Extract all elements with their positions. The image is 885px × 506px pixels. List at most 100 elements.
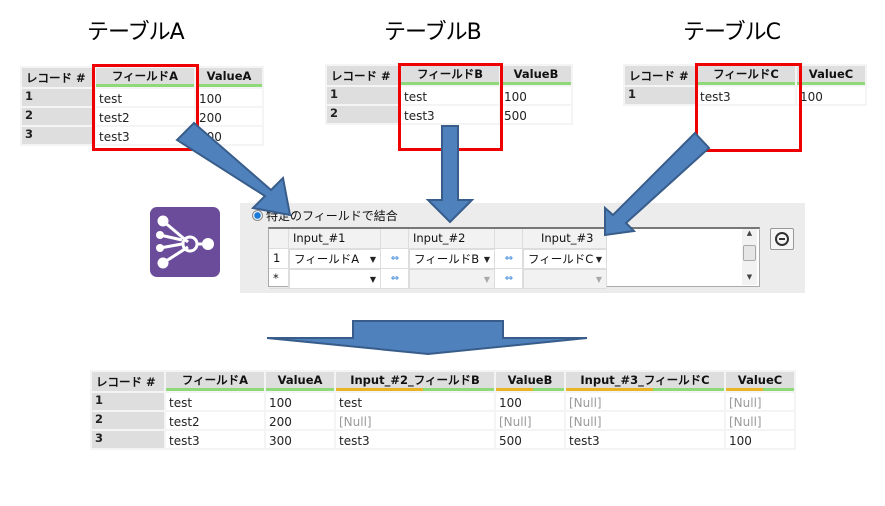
table-row: 2 test3 500	[327, 106, 571, 123]
input2-field-select[interactable]: ▼	[409, 269, 495, 289]
chevron-down-icon: ▼	[369, 274, 376, 284]
cell[interactable]: 200	[266, 412, 334, 429]
cell[interactable]: test	[96, 89, 194, 106]
cell[interactable]: 200	[196, 108, 262, 125]
row-index: 1	[269, 249, 289, 269]
join-row-new: * ▼ ⇔ ▼ ⇔ ▼	[269, 269, 607, 289]
col-header[interactable]: ValueB	[501, 66, 571, 85]
cell[interactable]: 500	[496, 431, 564, 448]
col-header[interactable]: ValueC	[797, 66, 865, 85]
minus-circle-icon	[775, 232, 789, 246]
scroll-thumb[interactable]	[743, 245, 756, 261]
input1-field-select[interactable]: フィールドA ▼	[289, 249, 381, 269]
scroll-down-icon[interactable]: ▼	[746, 273, 753, 281]
record-number: 3	[92, 431, 164, 448]
record-number: 2	[327, 106, 399, 123]
record-number: 1	[625, 87, 695, 104]
cell[interactable]: 500	[501, 106, 571, 123]
chevron-down-icon: ▼	[483, 274, 490, 284]
remove-row-button[interactable]	[770, 228, 794, 250]
cell[interactable]: [Null]	[336, 412, 494, 429]
join-row: 1 フィールドA ▼ ⇔ フィールドB▼ ⇔ フィールドC▼	[269, 249, 607, 269]
cell[interactable]: 300	[196, 127, 262, 144]
col-header[interactable]: ValueA	[266, 372, 334, 391]
cell[interactable]: 100	[797, 87, 865, 104]
col-header[interactable]: ValueC	[726, 372, 794, 391]
col-header[interactable]: レコード #	[22, 68, 94, 87]
table-c: レコード # フィールドC ValueC 1 test3 100	[623, 64, 867, 106]
table-row: 2 test2 200	[22, 108, 262, 125]
cell[interactable]: test3	[566, 431, 724, 448]
cell[interactable]: 100	[266, 393, 334, 410]
col-header[interactable]: フィールドA	[96, 68, 194, 87]
swap-arrows-icon[interactable]: ⇔	[381, 249, 409, 269]
cell[interactable]: 100	[726, 431, 794, 448]
record-number: 2	[92, 412, 164, 429]
col-header[interactable]: レコード #	[327, 66, 399, 85]
cell[interactable]: 100	[196, 89, 262, 106]
selected-value: フィールドC	[528, 252, 594, 266]
join-by-field-option[interactable]: 特定のフィールドで結合	[252, 207, 398, 224]
selected-value: フィールドA	[294, 252, 360, 266]
cell[interactable]: [Null]	[566, 393, 724, 410]
table-b: レコード # フィールドB ValueB 1 test 100 2 test3 …	[325, 64, 573, 125]
record-number: 1	[22, 89, 94, 106]
grid-header-row: Input_#1 Input_#2 Input_#3	[269, 229, 607, 249]
cell[interactable]: test	[336, 393, 494, 410]
col-header[interactable]: レコード #	[92, 372, 164, 391]
cell[interactable]: [Null]	[566, 412, 724, 429]
input3-field-select[interactable]: フィールドC▼	[523, 249, 607, 269]
record-number: 2	[22, 108, 94, 125]
record-number: 1	[92, 393, 164, 410]
table-a: レコード # フィールドA ValueA 1 test 100 2 test2 …	[20, 66, 264, 146]
cell[interactable]: test2	[96, 108, 194, 125]
col-header[interactable]: Input_#2_フィールドB	[336, 372, 494, 391]
col-header[interactable]: レコード #	[625, 66, 695, 85]
input3-field-select[interactable]: ▼	[523, 269, 607, 289]
col-header[interactable]: ValueA	[196, 68, 262, 87]
cell[interactable]: test3	[336, 431, 494, 448]
col-header[interactable]: フィールドB	[401, 66, 499, 85]
chevron-down-icon: ▼	[369, 254, 376, 264]
cell[interactable]: 300	[266, 431, 334, 448]
cell[interactable]: [Null]	[496, 412, 564, 429]
cell[interactable]: test2	[166, 412, 264, 429]
cell[interactable]: [Null]	[726, 393, 794, 410]
join-fields-grid: Input_#1 Input_#2 Input_#3 1 フィールドA ▼ ⇔ フ…	[268, 227, 760, 289]
cell[interactable]: test3	[166, 431, 264, 448]
swap-arrows-icon[interactable]: ⇔	[495, 269, 523, 289]
selected-value: フィールドB	[414, 252, 480, 266]
row-index: *	[269, 269, 289, 289]
arrow-to-result	[266, 320, 588, 356]
cell[interactable]: test3	[96, 127, 194, 144]
vertical-scrollbar[interactable]: ▲ ▼	[742, 229, 757, 285]
radio-label: 特定のフィールドで結合	[266, 209, 398, 223]
col-header[interactable]: フィールドC	[697, 66, 795, 85]
radio-selected-icon[interactable]	[252, 210, 263, 221]
input1-field-select[interactable]: ▼	[289, 269, 381, 289]
cell[interactable]: test	[166, 393, 264, 410]
col-header-input2: Input_#2	[409, 229, 495, 249]
cell[interactable]: test3	[697, 87, 795, 104]
input2-field-select[interactable]: フィールドB▼	[409, 249, 495, 269]
scroll-up-icon[interactable]: ▲	[746, 229, 753, 237]
cell[interactable]: test3	[401, 106, 499, 123]
col-header[interactable]: フィールドA	[166, 372, 264, 391]
cell[interactable]: 100	[496, 393, 564, 410]
swap-arrows-icon[interactable]: ⇔	[495, 249, 523, 269]
col-header[interactable]: Input_#3_フィールドC	[566, 372, 724, 391]
cell[interactable]: 100	[501, 87, 571, 104]
col-header[interactable]: ValueB	[496, 372, 564, 391]
cell[interactable]: [Null]	[726, 412, 794, 429]
col-header	[269, 229, 289, 249]
swap-arrows-icon[interactable]: ⇔	[381, 269, 409, 289]
col-header-input1: Input_#1	[289, 229, 381, 249]
table-a-title: テーブルA	[87, 20, 185, 45]
cell[interactable]: test	[401, 87, 499, 104]
chevron-down-icon: ▼	[595, 274, 602, 284]
col-header	[495, 229, 523, 249]
table-row: 3 test3 300	[22, 127, 262, 144]
